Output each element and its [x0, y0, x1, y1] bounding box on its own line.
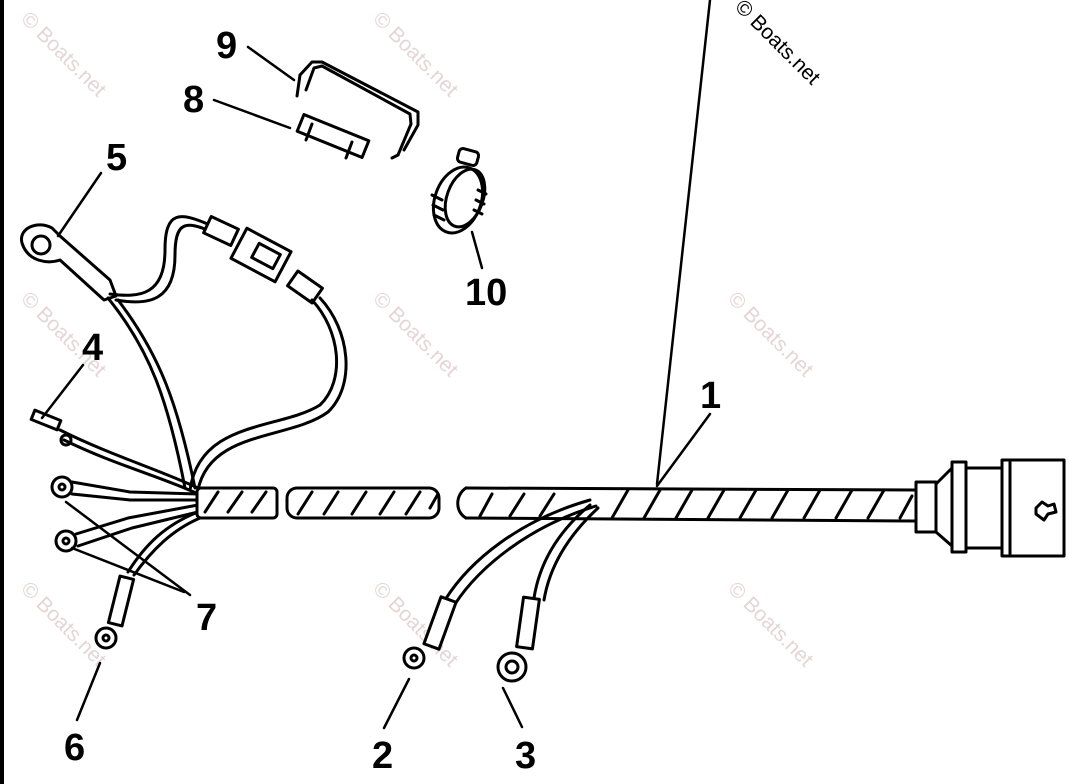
part-1-main-harness[interactable]	[195, 458, 1066, 558]
callout-10: 10	[465, 272, 507, 314]
watermark: © Boats.net	[368, 7, 462, 101]
callout-1: 1	[700, 375, 721, 417]
part-5-fuse-lead[interactable]	[20, 215, 348, 492]
part-4-spade-lead[interactable]	[29, 408, 200, 496]
leader-lines	[40, 0, 712, 730]
left-border-rule	[0, 0, 4, 784]
part-7-ring-leads[interactable]	[50, 475, 200, 553]
callout-2: 2	[372, 735, 393, 777]
part-8-fuse[interactable]	[295, 113, 371, 160]
callout-9: 9	[216, 25, 237, 67]
part-10-hose-clamp[interactable]	[425, 147, 492, 240]
callout-3: 3	[515, 735, 536, 777]
part-6-ring-lead[interactable]	[94, 510, 202, 650]
part-3-ring-lead[interactable]	[496, 503, 600, 683]
callout-7: 7	[196, 597, 217, 639]
callout-8: 8	[183, 79, 204, 121]
watermark: © Boats.net	[723, 577, 817, 671]
copyright-watermark: © Boats.net	[730, 0, 824, 89]
watermark: © Boats.net	[16, 577, 110, 671]
callout-4: 4	[82, 327, 103, 369]
watermark: © Boats.net	[723, 287, 817, 381]
part-9-clip[interactable]	[295, 60, 420, 160]
watermark: © Boats.net	[16, 7, 110, 101]
callout-5: 5	[106, 137, 127, 179]
part-2-ring-lead[interactable]	[402, 498, 598, 670]
watermark: © Boats.net	[368, 287, 462, 381]
callout-6: 6	[64, 727, 85, 769]
harness-leads	[106, 296, 197, 490]
callout-labels: 1 2 3 4 5 6 7 8 9 10	[64, 25, 721, 777]
